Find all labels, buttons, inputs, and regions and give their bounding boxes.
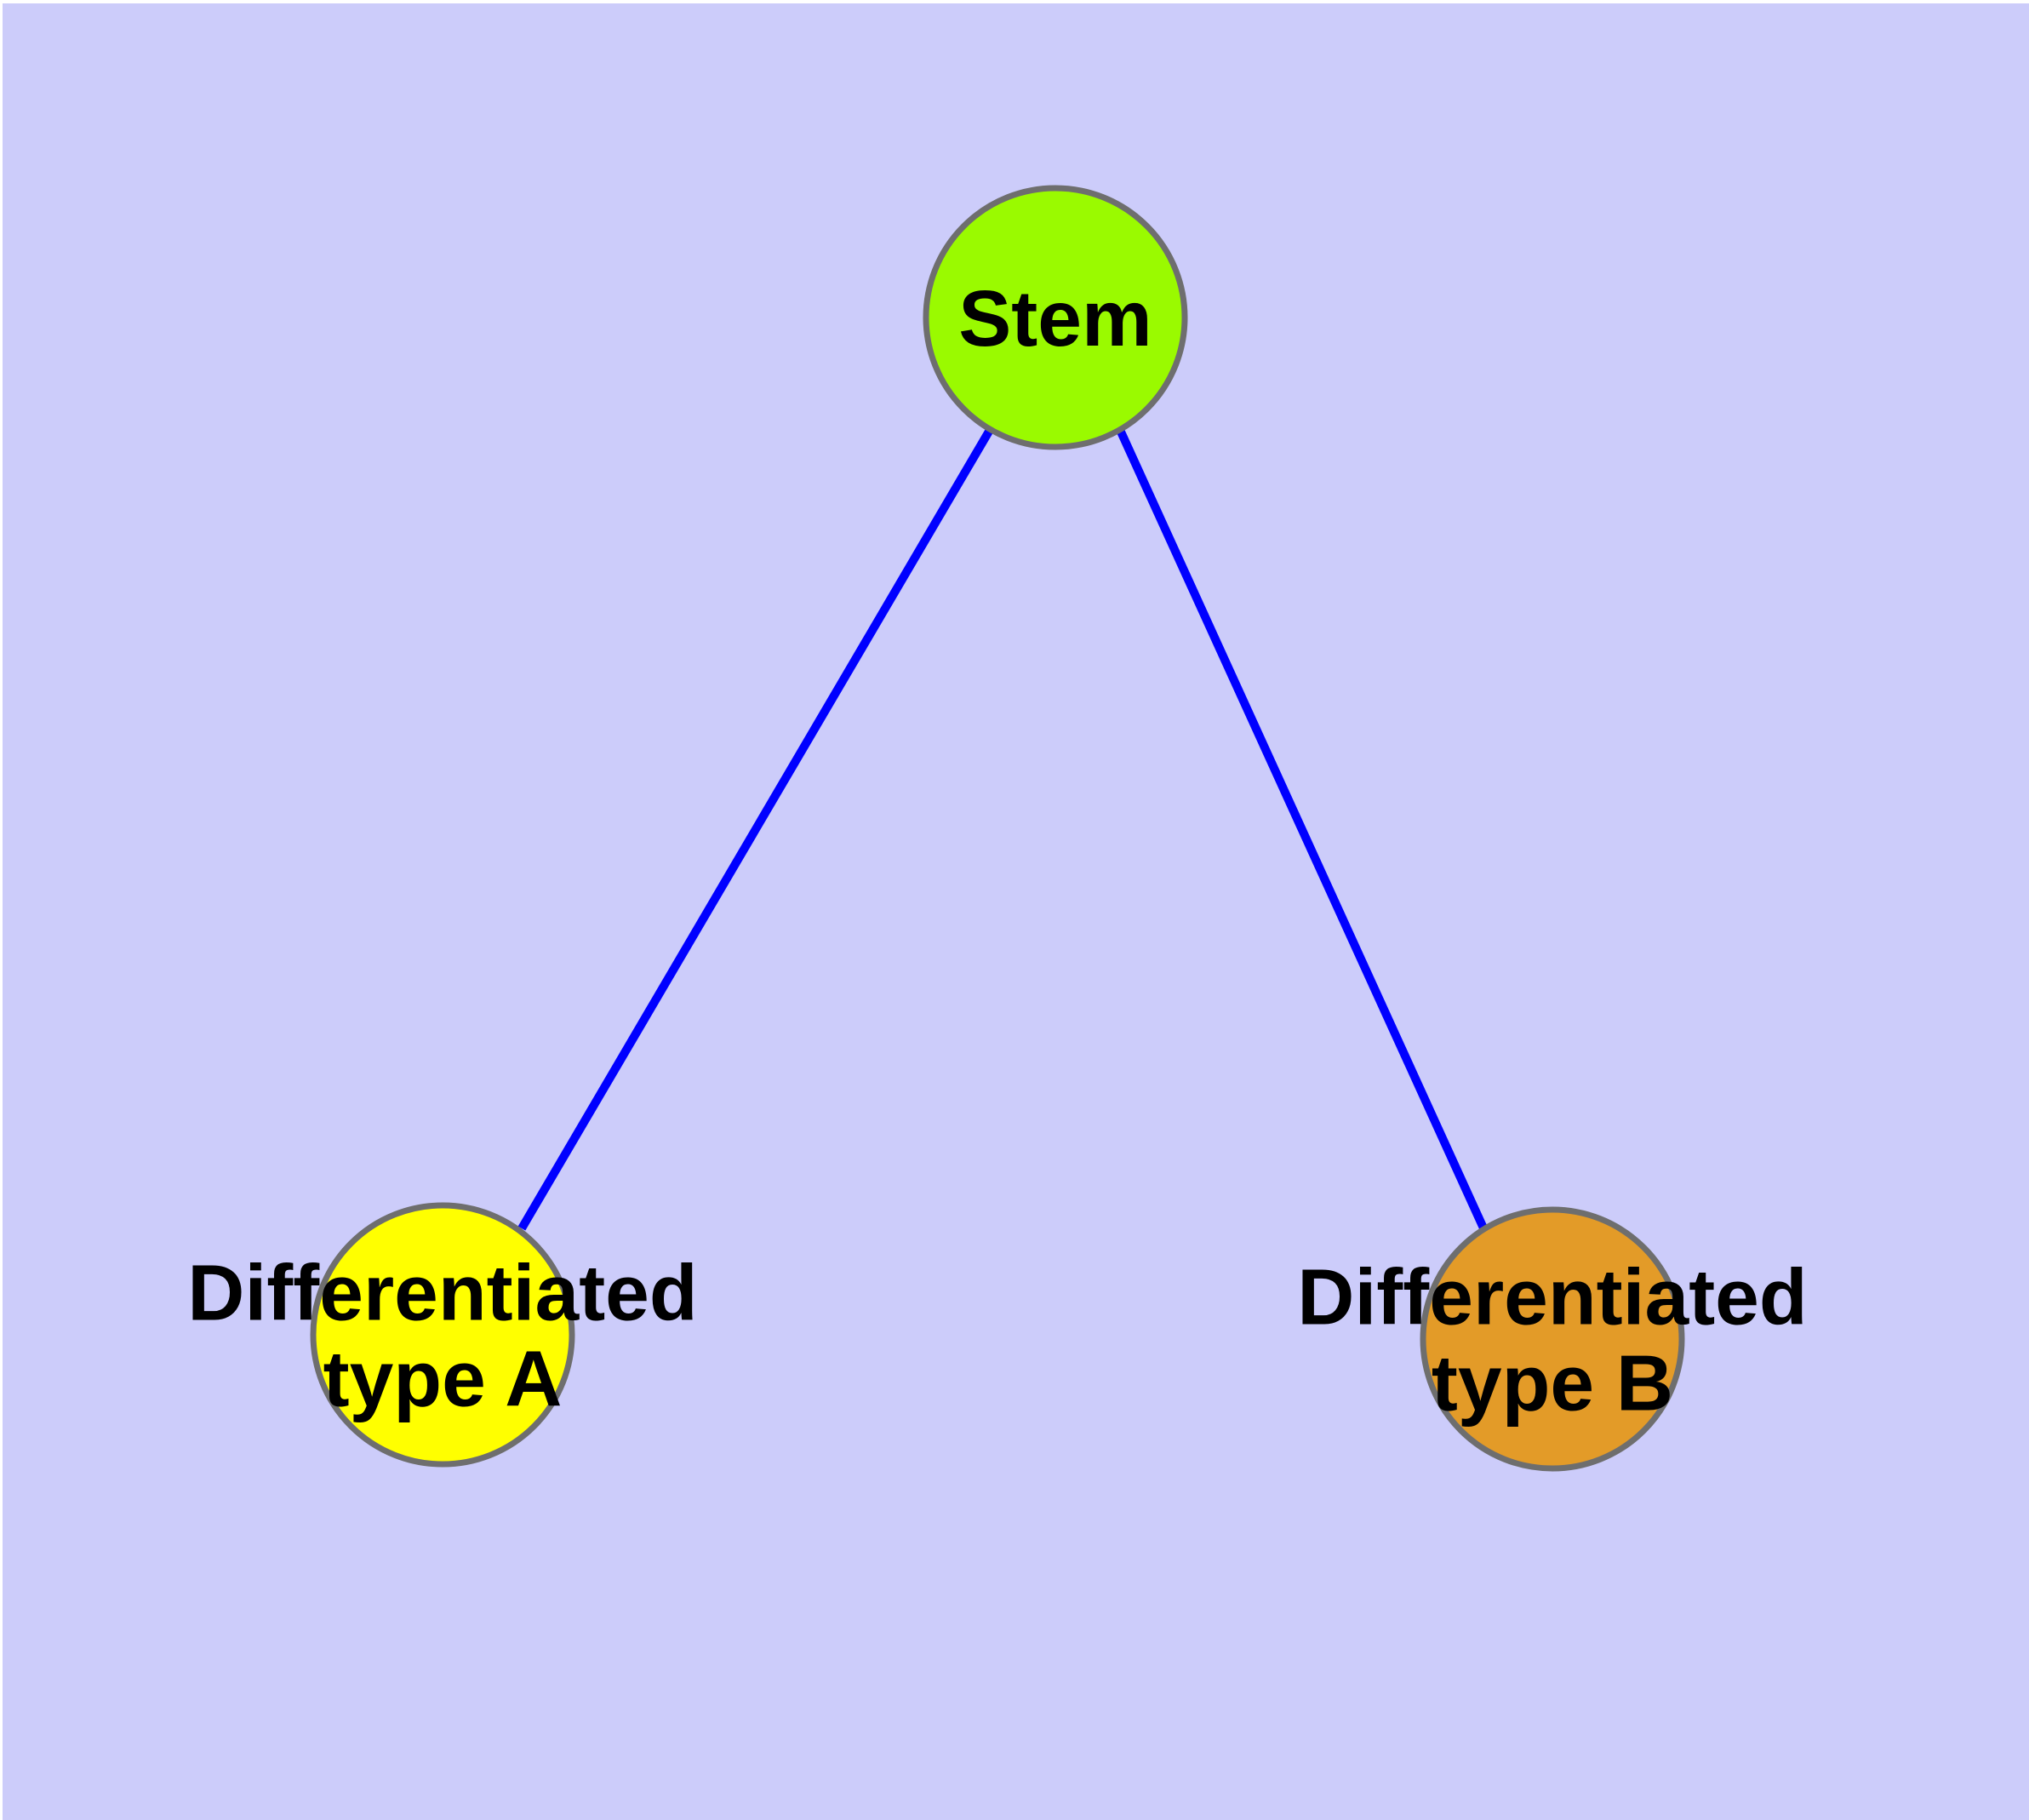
graph-edge-stem-diff_b (1116, 427, 1489, 1234)
label-line: Stem (958, 274, 1152, 363)
graph-node-label-stem: Stem (958, 274, 1152, 363)
nodes-group (310, 185, 1685, 1472)
graph-node-diff_a[interactable] (310, 1202, 575, 1468)
label-line: type B (1432, 1339, 1673, 1428)
label-line: type A (323, 1335, 563, 1423)
graph-edge-stem-diff_a (517, 427, 994, 1231)
label-line: Differentiated (187, 1249, 697, 1337)
label-line: Differentiated (1297, 1253, 1807, 1342)
graph-node-stem[interactable] (923, 185, 1188, 450)
edges-group (517, 427, 1489, 1234)
graph-node-diff_b[interactable] (1420, 1206, 1685, 1472)
